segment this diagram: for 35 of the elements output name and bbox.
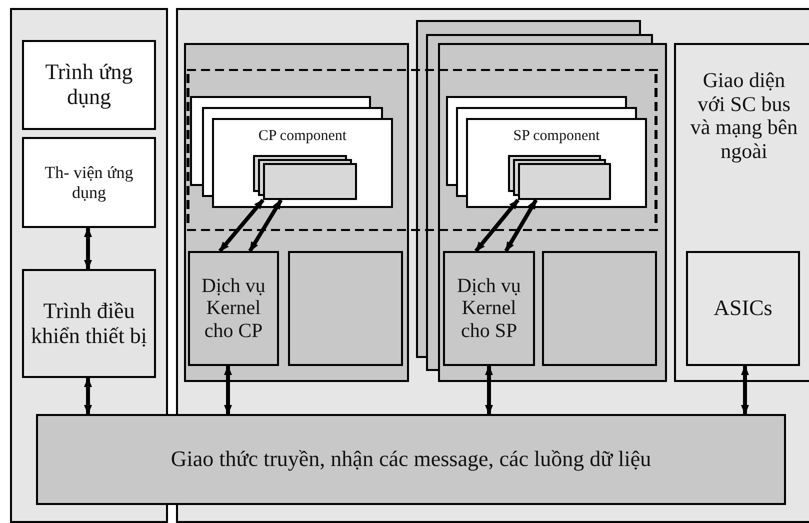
node-label: SP component: [512, 128, 601, 145]
processor-panel: [438, 43, 667, 382]
process-box: [542, 251, 657, 366]
processor-panel: [184, 43, 409, 382]
inner-box: [518, 163, 611, 200]
double-arrow: [485, 365, 493, 415]
process-box: [188, 251, 279, 366]
interface-panel: [674, 43, 809, 382]
node-label: Giao thức truyền, nhận các message, các luồng dữ liệu: [170, 447, 652, 472]
process-box: [288, 251, 403, 366]
process-box: [443, 251, 535, 366]
protocol-band: [36, 414, 786, 505]
double-arrow: [218, 198, 265, 252]
double-arrow: [741, 365, 749, 415]
node-label: Trình điều khiển thiết bị: [30, 298, 148, 348]
node-label: Th- viện ứng dụng: [44, 163, 134, 202]
component-card: [212, 118, 393, 208]
double-arrow: [224, 365, 232, 415]
process-box: [22, 40, 156, 130]
double-arrow: [474, 198, 520, 252]
component-card: [466, 118, 647, 208]
inner-box: [263, 163, 357, 200]
double-arrow: [84, 377, 92, 415]
double-arrow: [248, 198, 283, 252]
double-arrow: [504, 198, 538, 252]
node-label: ASICs: [712, 296, 774, 321]
process-box: [22, 137, 156, 228]
double-arrow: [84, 227, 92, 270]
node-label: CP component: [257, 128, 348, 145]
process-box: [686, 251, 800, 366]
node-label: Dịch vụ Kernel cho CP: [200, 274, 266, 342]
node-label: Dịch vụ Kernel cho SP: [456, 274, 522, 342]
node-label: Trình ứng dụng: [44, 60, 134, 110]
node-label: Giao diện với SC bus và mạng bên ngoài: [689, 69, 799, 164]
process-box: [22, 269, 156, 378]
